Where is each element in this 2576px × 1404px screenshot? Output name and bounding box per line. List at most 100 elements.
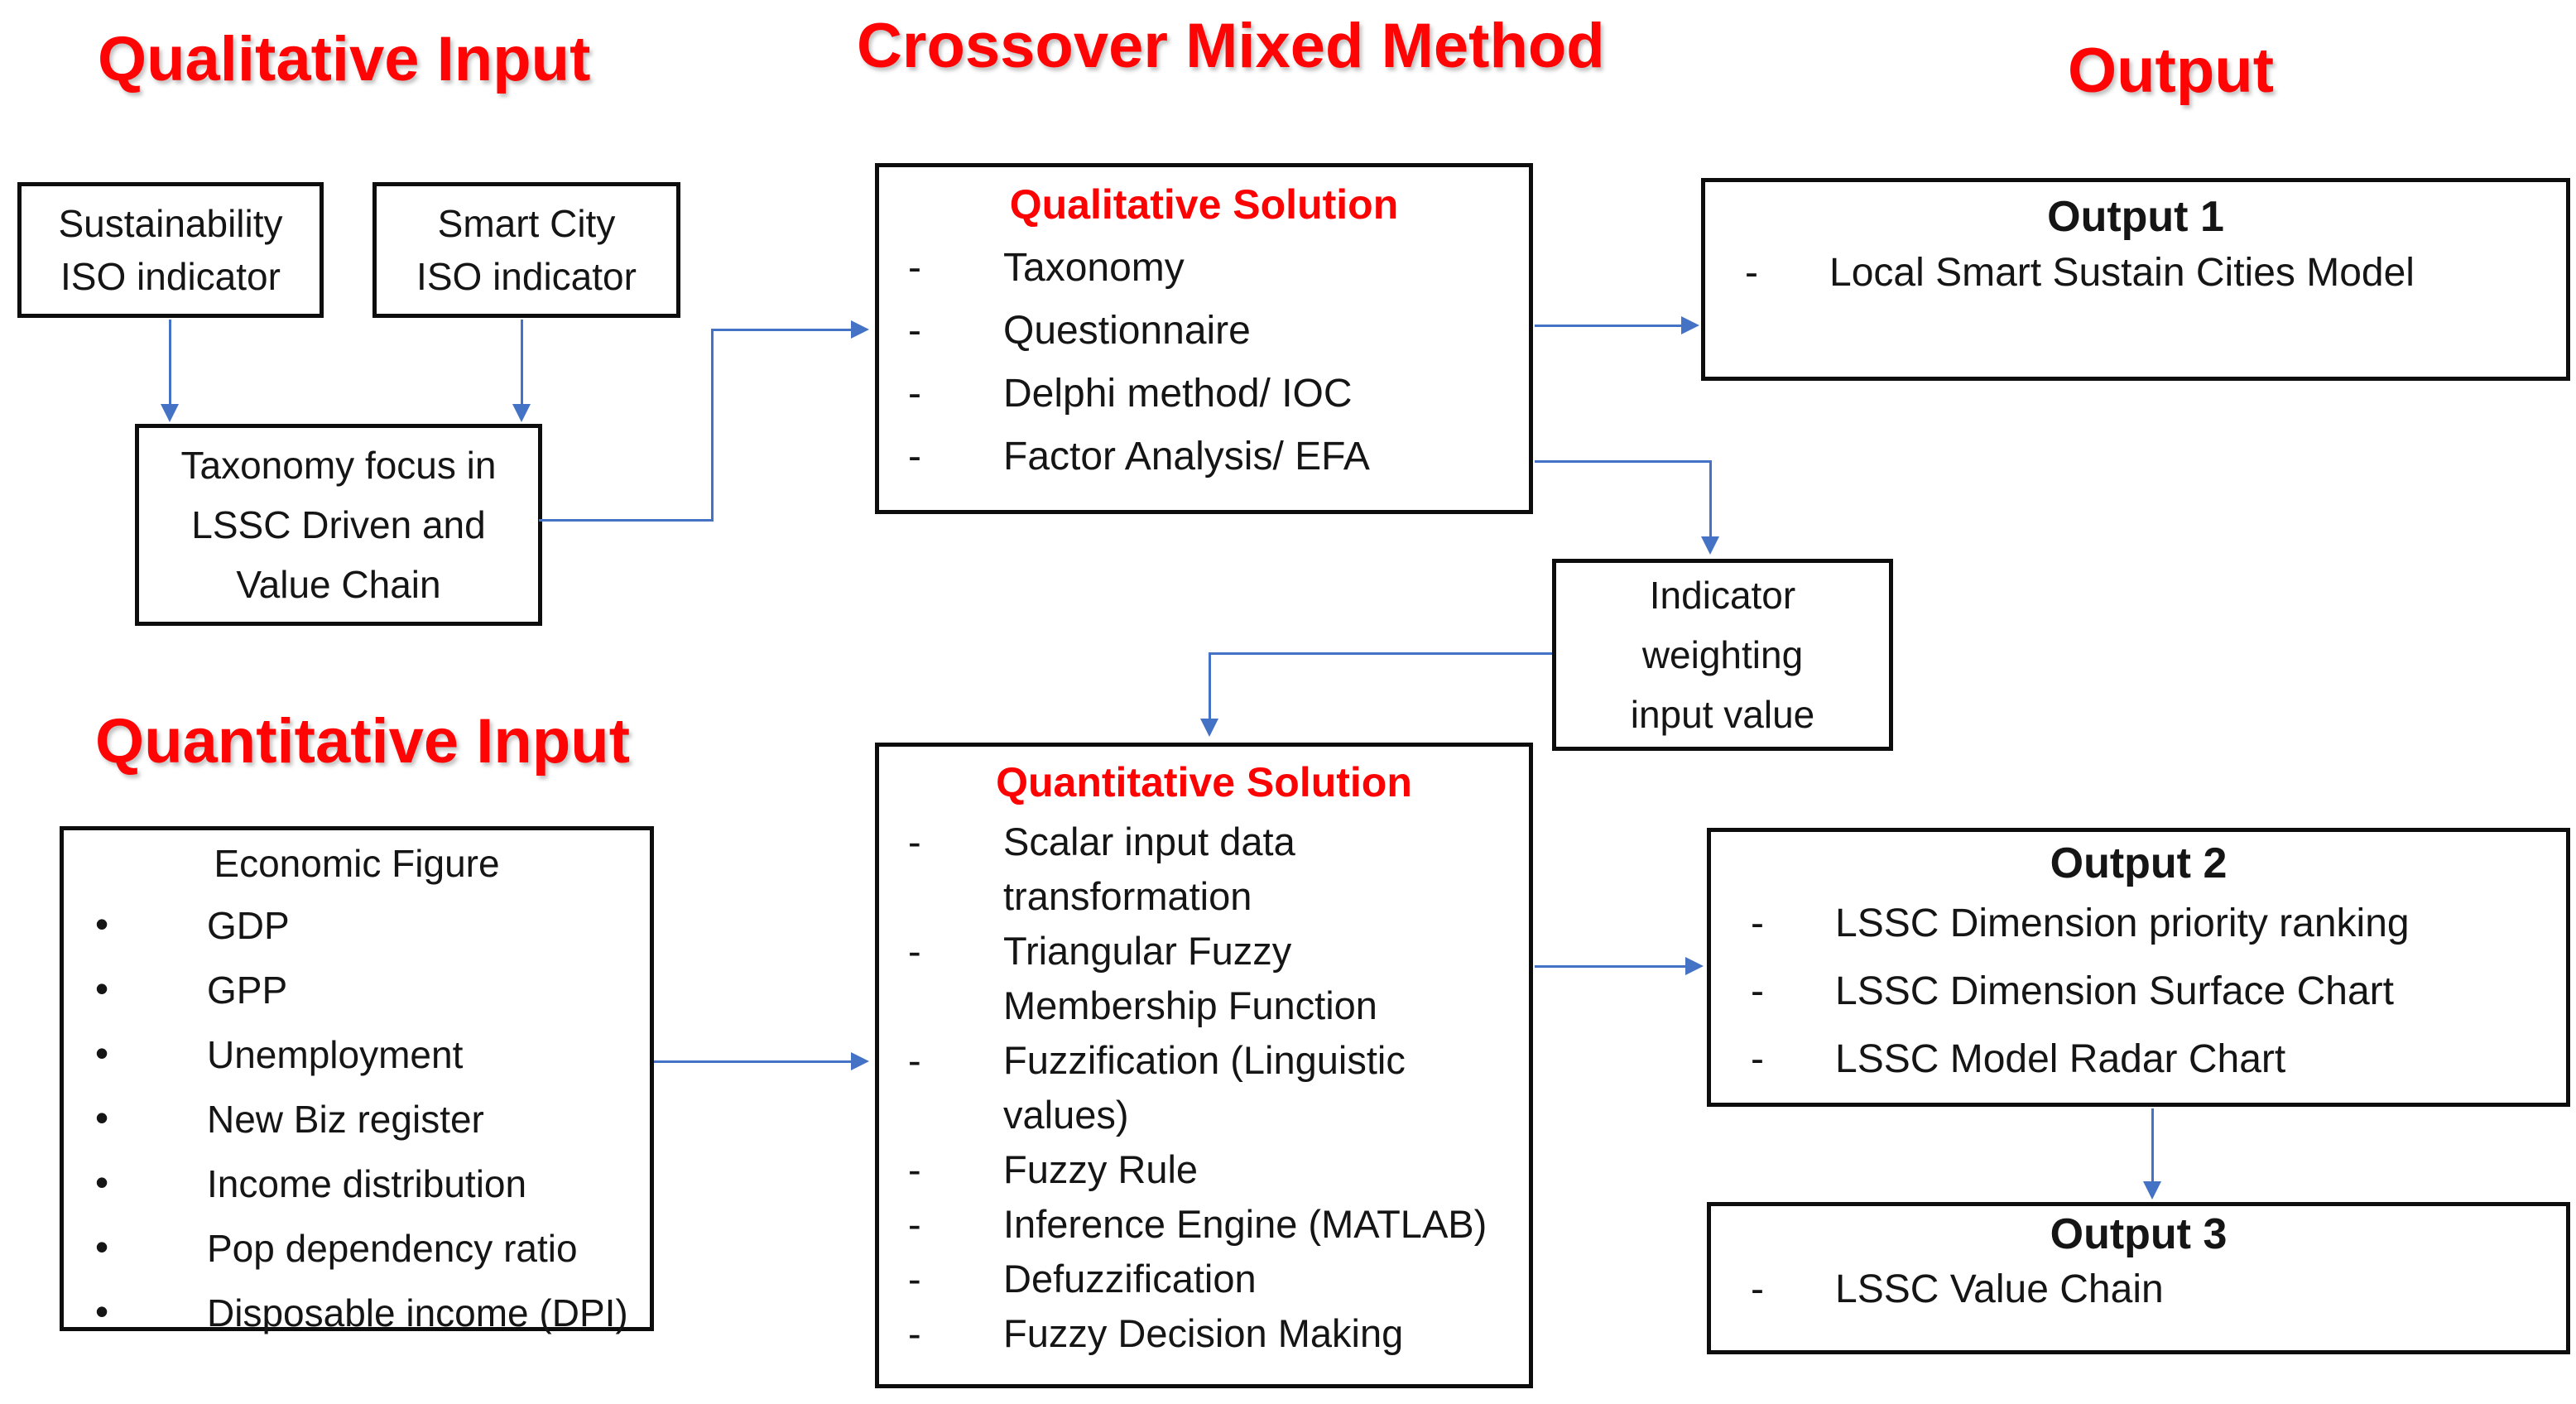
list-item: - Factor Analysis/ EFA xyxy=(908,426,1529,488)
dot-bullet: • xyxy=(95,902,109,945)
indicator-weighting-label: Indicator weighting input value xyxy=(1630,574,1815,736)
list-item: • New Biz register xyxy=(95,1087,650,1152)
arrowhead-right-icon xyxy=(1685,957,1704,975)
dash-bullet: - xyxy=(1751,969,1764,1013)
list-item-label: Inference Engine (MATLAB) xyxy=(1003,1202,1487,1246)
dash-bullet: - xyxy=(1751,902,1764,945)
taxonomy-focus-label: Taxonomy focus in LSSC Driven and Value … xyxy=(180,444,497,606)
list-item-label: Fuzzification (Linguistic values) xyxy=(1003,1038,1406,1137)
list-item: - Fuzzy Rule xyxy=(908,1142,1529,1197)
dash-bullet: - xyxy=(908,435,921,478)
list-item-label: Taxonomy xyxy=(1003,246,1185,290)
quantitative-solution-list: -Scalar input data transformation - Trian… xyxy=(879,815,1529,1361)
arrowhead-down-icon xyxy=(2143,1181,2161,1200)
arrowhead-down-icon xyxy=(512,404,531,422)
dash-bullet: - xyxy=(908,1147,921,1191)
dot-bullet: • xyxy=(95,1096,109,1139)
list-item: - Fuzzification (Linguistic values) xyxy=(908,1033,1529,1142)
dash-bullet: - xyxy=(908,929,921,973)
arrowhead-down-icon xyxy=(161,404,179,422)
list-item-label: Income distribution xyxy=(207,1162,527,1205)
list-item-label: LSSC Dimension Surface Chart xyxy=(1835,969,2394,1013)
list-item: • Income distribution xyxy=(95,1152,650,1216)
list-item-label: Disposable income (DPI) xyxy=(207,1291,628,1334)
heading-output: Output xyxy=(2068,36,2275,106)
box-output-2: Output 2 - LSSC Dimension priority rankin… xyxy=(1707,828,2570,1107)
box-output-1: Output 1 - Local Smart Sustain Cities Mod… xyxy=(1701,178,2570,381)
list-item: - Triangular Fuzzy Membership Function xyxy=(908,924,1529,1033)
list-item: -LSSC Model Radar Chart xyxy=(1751,1026,2566,1094)
list-item: -Questionnaire xyxy=(908,300,1529,363)
dash-bullet: - xyxy=(908,1038,921,1082)
dash-bullet: - xyxy=(1751,1037,1764,1081)
arrowhead-right-icon xyxy=(851,1052,869,1070)
dot-bullet: • xyxy=(95,1161,109,1204)
connector-segment xyxy=(1535,460,1712,463)
qualitative-solution-title: Qualitative Solution xyxy=(1009,181,1399,228)
list-item-label: LSSC Value Chain xyxy=(1835,1267,2164,1311)
list-item: - LSSC Dimension Surface Chart xyxy=(1751,958,2566,1026)
dash-bullet: - xyxy=(1745,251,1758,295)
list-item: - Taxonomy xyxy=(908,237,1529,300)
arrowhead-right-icon xyxy=(851,320,869,339)
list-item-label: LSSC Dimension priority ranking xyxy=(1835,902,2410,945)
connector-segment xyxy=(711,329,714,522)
list-item-label: Factor Analysis/ EFA xyxy=(1003,435,1370,478)
box-smart-city-iso-indicator: Smart City ISO indicator xyxy=(372,182,680,318)
list-item-label: Pop dependency ratio xyxy=(207,1227,578,1270)
economic-figure-title: Economic Figure xyxy=(214,842,500,885)
box-economic-figure: Economic Figure •GDP •GPP •Unemployment … xyxy=(60,826,654,1334)
dash-bullet: - xyxy=(908,1257,921,1301)
list-item-label: Local Smart Sustain Cities Model xyxy=(1829,251,2415,295)
list-item: • GDP xyxy=(95,893,650,958)
output-2-title: Output 2 xyxy=(2050,839,2228,887)
heading-quantitative-input: Quantitative Input xyxy=(95,706,630,777)
economic-figure-list: •GDP •GPP •Unemployment •New Biz registe… xyxy=(64,893,650,1345)
list-item-label: GDP xyxy=(207,904,290,947)
list-item-label: Delphi method/ IOC xyxy=(1003,372,1353,416)
list-item-label: Triangular Fuzzy Membership Function xyxy=(1003,929,1377,1027)
output-1-title: Output 1 xyxy=(2047,193,2224,241)
dot-bullet: • xyxy=(95,1290,109,1333)
connector-segment xyxy=(1209,652,1211,720)
box-output-3: Output 3 -LSSC Value Chain xyxy=(1707,1202,2570,1354)
box-sustainability-iso-indicator: Sustainability ISO indicator xyxy=(17,182,324,318)
connector-segment xyxy=(1709,460,1712,538)
connector-segment xyxy=(521,320,523,406)
dash-bullet: - xyxy=(908,246,921,290)
output-3-list: -LSSC Value Chain xyxy=(1711,1261,2566,1319)
list-item-label: Unemployment xyxy=(207,1033,464,1076)
heading-qualitative-input: Qualitative Input xyxy=(98,24,591,94)
dash-bullet: - xyxy=(908,820,921,863)
dot-bullet: • xyxy=(95,1225,109,1268)
arrowhead-down-icon xyxy=(1200,719,1218,737)
connector-segment xyxy=(2151,1108,2154,1183)
arrowhead-right-icon xyxy=(1681,316,1699,334)
connector-segment xyxy=(1209,652,1552,655)
connector-segment xyxy=(654,1060,853,1063)
dash-bullet: - xyxy=(908,372,921,416)
dash-bullet: - xyxy=(908,1311,921,1355)
list-item-label: Fuzzy Decision Making xyxy=(1003,1311,1404,1355)
output-2-list: - LSSC Dimension priority ranking - LSSC D… xyxy=(1711,890,2566,1094)
list-item: •Unemployment xyxy=(95,1022,650,1087)
quantitative-solution-title: Quantitative Solution xyxy=(996,759,1412,805)
list-item-label: New Biz register xyxy=(207,1098,484,1141)
dash-bullet: - xyxy=(908,1202,921,1246)
list-item-label: Fuzzy Rule xyxy=(1003,1147,1199,1191)
list-item: • Pop dependency ratio xyxy=(95,1216,650,1281)
connector-segment xyxy=(539,519,714,522)
connector-segment xyxy=(1535,325,1684,327)
list-item: • GPP xyxy=(95,958,650,1022)
list-item: - Delphi method/ IOC xyxy=(908,363,1529,426)
list-item: -Scalar input data transformation xyxy=(908,815,1529,924)
list-item-label: GPP xyxy=(207,969,288,1012)
list-item: - Local Smart Sustain Cities Model xyxy=(1745,243,2566,303)
arrowhead-down-icon xyxy=(1701,536,1719,555)
dot-bullet: • xyxy=(95,967,109,1010)
list-item: -LSSC Value Chain xyxy=(1751,1261,2566,1319)
connector-segment xyxy=(169,320,171,406)
connector-segment xyxy=(1535,965,1687,968)
dash-bullet: - xyxy=(908,309,921,353)
